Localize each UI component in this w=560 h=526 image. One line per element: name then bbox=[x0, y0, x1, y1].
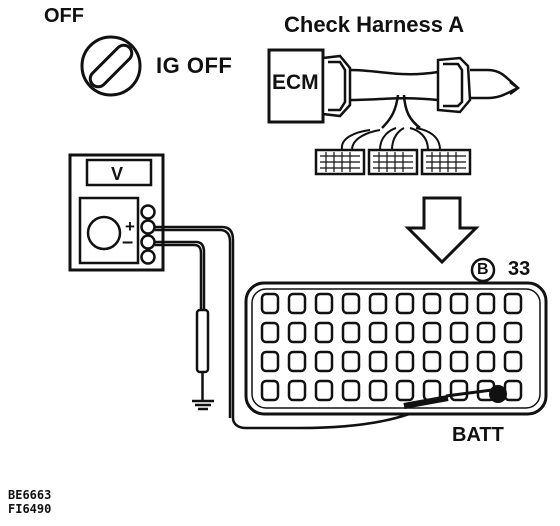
connector-pin bbox=[368, 379, 388, 402]
ground-icon bbox=[192, 399, 214, 411]
voltmeter bbox=[68, 153, 165, 272]
connector-pin bbox=[260, 321, 280, 344]
positive-probe[interactable] bbox=[403, 388, 499, 409]
ignition-switch-label: IG OFF bbox=[156, 53, 233, 78]
connector-pin bbox=[395, 350, 415, 373]
connector-pin bbox=[395, 379, 415, 402]
test-leads bbox=[155, 225, 447, 430]
connector-pin bbox=[341, 321, 361, 344]
negative-probe[interactable] bbox=[195, 308, 210, 400]
positive-terminal-label: + bbox=[125, 217, 135, 236]
connector-pin bbox=[422, 292, 442, 315]
connector-pin bbox=[449, 321, 469, 344]
positive-lead[interactable] bbox=[155, 225, 447, 430]
connector-pin bbox=[368, 292, 388, 315]
connector-pin bbox=[449, 379, 469, 402]
connector-pin-grid bbox=[260, 292, 523, 402]
connector-pin bbox=[260, 379, 280, 402]
ecm-label: ECM bbox=[272, 71, 319, 94]
connector-pin bbox=[449, 350, 469, 373]
connector-pin bbox=[503, 321, 523, 344]
connector-pin bbox=[503, 292, 523, 315]
connector-pin bbox=[341, 350, 361, 373]
connector-pin bbox=[503, 379, 523, 402]
connector-pin bbox=[314, 292, 334, 315]
connector-pin bbox=[422, 350, 442, 373]
connector-pin bbox=[449, 292, 469, 315]
connector-pin bbox=[287, 379, 307, 402]
connector-pin bbox=[287, 292, 307, 315]
connector-pin bbox=[341, 292, 361, 315]
negative-lead[interactable] bbox=[155, 240, 206, 310]
voltmeter-mode-label: V bbox=[111, 164, 124, 184]
connector-pin bbox=[476, 292, 496, 315]
ignition-switch bbox=[80, 35, 142, 97]
connector-pin bbox=[503, 350, 523, 373]
connector-pin bbox=[368, 321, 388, 344]
connector-pin bbox=[260, 292, 280, 315]
connector-pin bbox=[476, 350, 496, 373]
down-arrow-icon bbox=[404, 196, 480, 265]
harness-title: Check Harness A bbox=[284, 12, 465, 37]
voltmeter-jack-negative[interactable] bbox=[140, 234, 156, 250]
figure-code-2: FI6490 bbox=[8, 502, 52, 516]
voltmeter-jack-4 bbox=[140, 249, 156, 265]
connector-pin bbox=[395, 321, 415, 344]
connector-number: 33 bbox=[508, 258, 531, 280]
connector-b-badge bbox=[470, 257, 496, 283]
connector-pin bbox=[422, 321, 442, 344]
connector-pin bbox=[368, 350, 388, 373]
check-harness bbox=[267, 48, 521, 176]
ecm-box bbox=[267, 48, 325, 124]
connector-pin bbox=[341, 379, 361, 402]
voltmeter-jack-positive[interactable] bbox=[140, 219, 156, 235]
connector-pin bbox=[314, 379, 334, 402]
voltmeter-display bbox=[85, 158, 153, 187]
connector-33 bbox=[244, 281, 548, 416]
connector-pin bbox=[314, 350, 334, 373]
connector-pin bbox=[287, 321, 307, 344]
ignition-state-label: OFF bbox=[44, 5, 84, 27]
connector-pin bbox=[476, 321, 496, 344]
negative-terminal-label: – bbox=[122, 231, 134, 253]
figure-code-1: BE6663 bbox=[8, 488, 52, 502]
connector-badge-label: B bbox=[477, 261, 489, 278]
connector-pin bbox=[260, 350, 280, 373]
batt-label: BATT bbox=[452, 424, 504, 446]
connector-pin bbox=[395, 292, 415, 315]
voltmeter-jack-1 bbox=[140, 204, 156, 220]
connector-pin bbox=[287, 350, 307, 373]
connector-pin bbox=[314, 321, 334, 344]
voltmeter-dial bbox=[86, 215, 122, 251]
